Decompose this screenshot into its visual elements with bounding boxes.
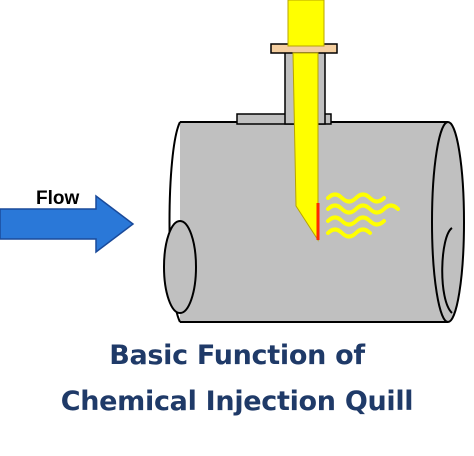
- injection-quill: [287, 0, 325, 242]
- dispersion-wave-2: [326, 203, 400, 215]
- pipe-left-opening: [163, 220, 197, 314]
- pipe-right-opening: [441, 227, 453, 314]
- pipe-right-cap: [431, 121, 465, 323]
- dispersion-wave-3: [326, 215, 386, 227]
- quill-upper-tube: [287, 0, 325, 47]
- chemical-dispersion: [326, 192, 400, 239]
- dispersion-wave-4: [326, 227, 372, 239]
- caption-title-line-1: Basic Function of: [109, 340, 365, 371]
- dispersion-wave-1: [326, 192, 386, 204]
- caption-title-line-2: Chemical Injection Quill: [60, 386, 414, 417]
- flow-label: Flow: [36, 188, 79, 209]
- flow-arrow: [0, 194, 135, 254]
- flow-arrow-icon: [0, 194, 135, 254]
- injection-quill-diagram: Flow: [0, 0, 465, 323]
- pipe-boss: [236, 113, 332, 125]
